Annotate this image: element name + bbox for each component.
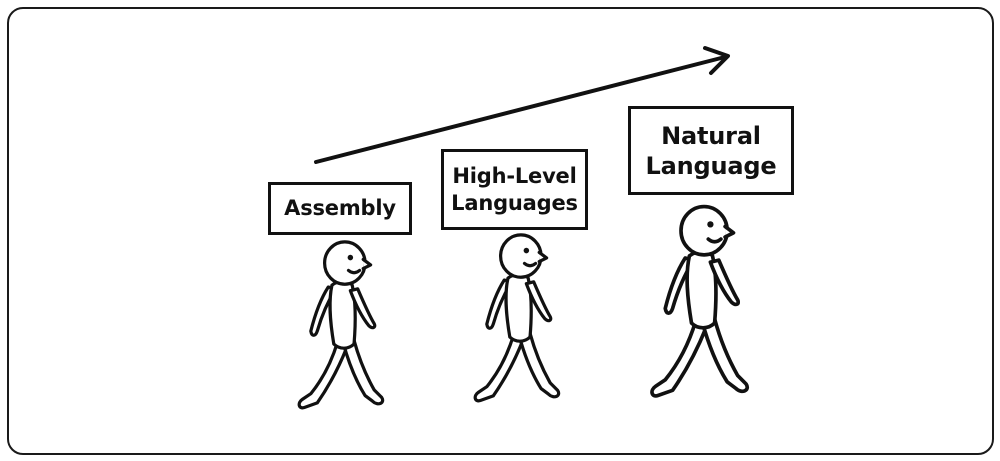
stage-label-high-level-languages: High-Level Languages — [441, 149, 588, 230]
walking-person-icon — [650, 204, 750, 398]
stage-label-natural-language: Natural Language — [628, 106, 794, 195]
progress-arrow-icon — [314, 46, 730, 164]
walking-person-icon — [297, 240, 385, 410]
stage-label-assembly: Assembly — [268, 182, 412, 235]
walking-person-icon — [473, 233, 561, 403]
